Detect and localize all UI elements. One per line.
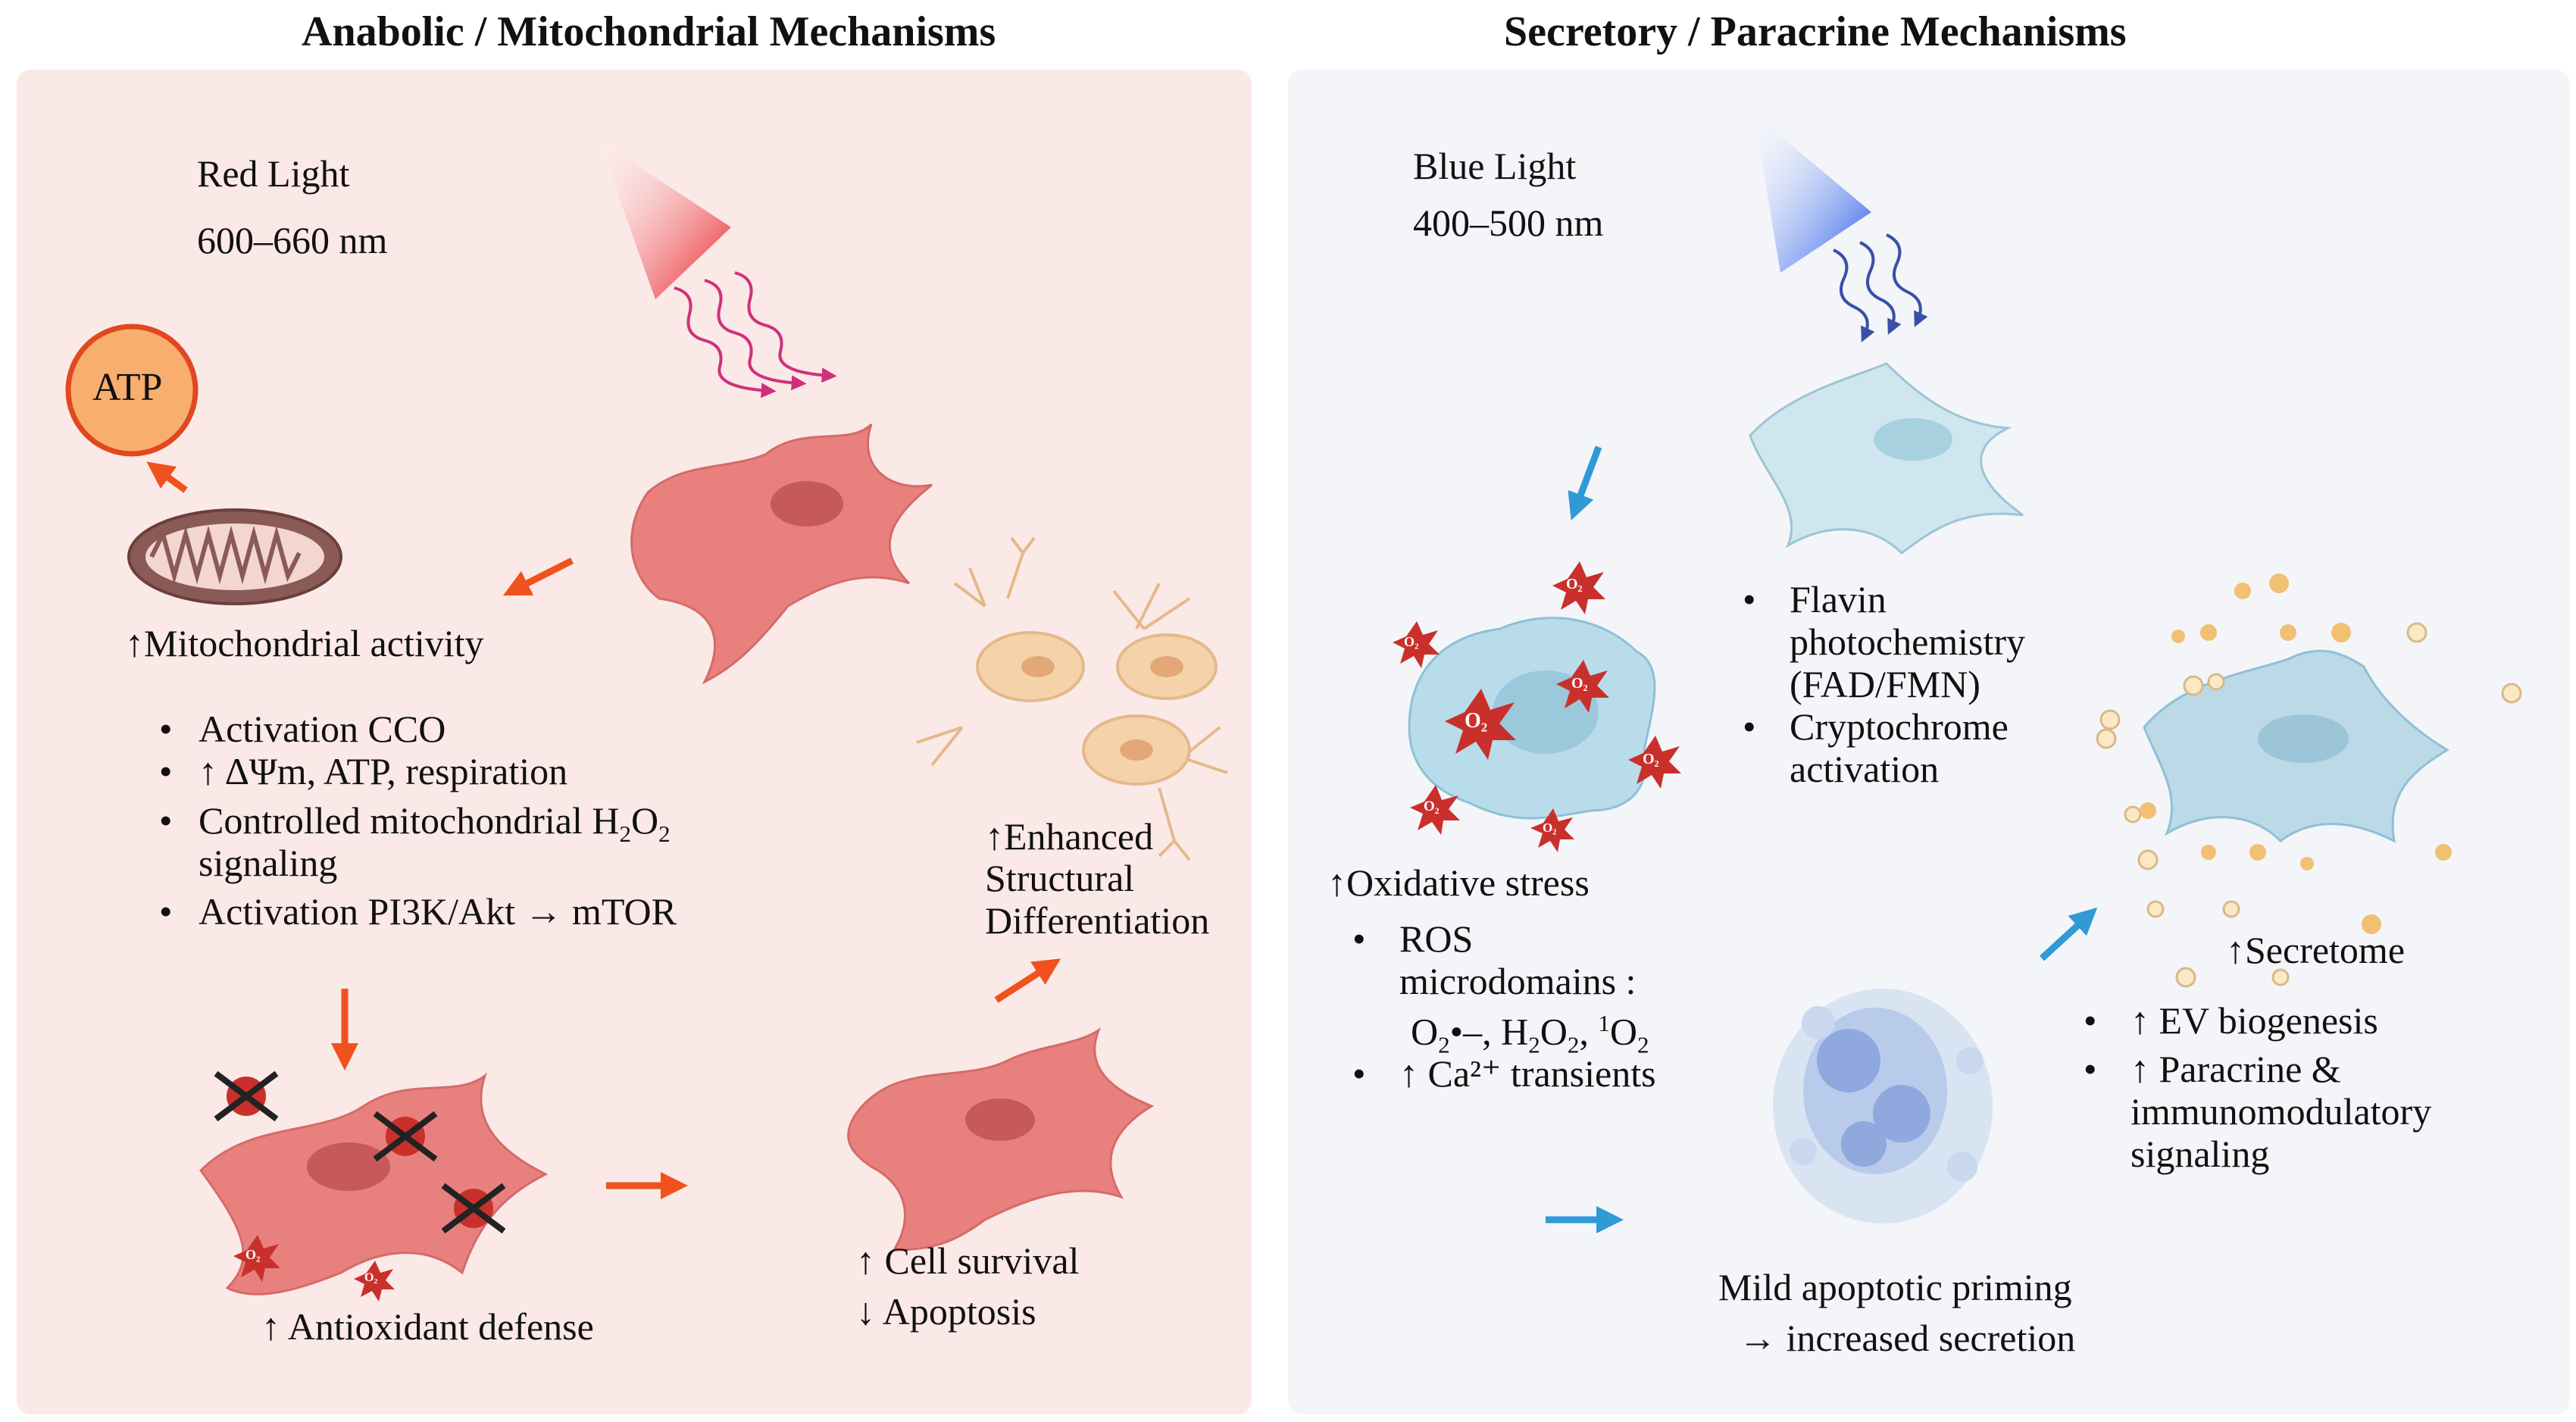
extracellular-vesicle-icon <box>2096 622 2522 988</box>
red-light-source-icon <box>599 140 837 398</box>
ros-label: O₂ <box>364 1271 378 1284</box>
red-light-range: 600–660 nm <box>197 219 388 261</box>
secretome-label: ↑Secretome <box>2226 929 2406 971</box>
mitochondrion-icon <box>127 508 342 605</box>
pathway-arrows <box>146 461 1061 1199</box>
bullet-item: Controlled mitochondrial H <box>199 799 620 842</box>
paracrine-line-3: signaling <box>2131 1133 2270 1175</box>
blue-light-source-icon <box>1754 114 1928 342</box>
survival-label: ↑ Cell survival <box>856 1239 1080 1282</box>
red-cell-top-icon <box>630 423 933 685</box>
ros-label: O₂ <box>1543 820 1557 835</box>
nucleus-icon <box>2258 714 2349 763</box>
flavin-line-2: photochemistry <box>1790 620 2026 663</box>
ros-label: O₂ <box>245 1247 261 1262</box>
mito-bullets: Activation CCO ↑ ΔΨm, ATP, respiration <box>152 708 567 792</box>
bullet-item: Activation CCO <box>152 708 567 750</box>
bullet-continuation: signaling <box>199 842 338 884</box>
mito-bullets-last: Activation PI3K/Akt → mTOR <box>152 890 677 933</box>
apoptotic-cell-icon <box>1773 989 1993 1224</box>
differentiation-line-1: ↑Enhanced <box>985 815 1154 858</box>
ros-label: O₂ <box>1643 751 1659 767</box>
oxidative-stress-label: ↑Oxidative stress <box>1327 861 1590 904</box>
nucleus-icon <box>1874 418 1952 461</box>
right-heading: Secretory / Paracrine Mechanisms <box>1504 8 2127 55</box>
ros-label: O₂ <box>1424 799 1440 814</box>
differentiated-cells-icon <box>916 536 1228 861</box>
atp-label: ATP <box>92 366 163 409</box>
paracrine-line-2: immunomodulatory <box>2131 1090 2432 1133</box>
differentiation-line-2: Structural <box>985 857 1135 899</box>
ros-label: O₂ <box>1465 709 1488 733</box>
ros-label: O₂ <box>1566 576 1583 592</box>
left-heading: Anabolic / Mitochondrial Mechanisms <box>302 8 996 55</box>
flavin-line-3: (FAD/FMN) <box>1790 663 1980 705</box>
neutralized-ros-icon <box>214 1070 506 1234</box>
nucleus-icon <box>771 481 843 527</box>
bullet-item: ↑ ΔΨm, ATP, respiration <box>152 750 567 792</box>
ros-label: O₂ <box>1571 675 1588 692</box>
nucleus-icon <box>965 1099 1035 1141</box>
ros-species-line: O2•–, H2O2, 1O2 <box>1411 1010 1649 1058</box>
atp-icon <box>65 323 199 457</box>
ros-star-icon <box>233 1235 395 1302</box>
apoptotic-priming-line-1: Mild apoptotic priming <box>1718 1266 2072 1308</box>
differentiation-line-3: Differentiation <box>985 899 1210 942</box>
blue-cell-top-icon <box>1749 362 2024 555</box>
ros-line-2: microdomains : <box>1399 960 1637 1002</box>
nucleus-icon <box>307 1142 390 1191</box>
ros-label: O₂ <box>1404 634 1419 649</box>
antioxidant-label: ↑ Antioxidant defense <box>261 1305 594 1348</box>
blue-light-label: Blue Light <box>1413 145 1577 187</box>
apoptosis-label: ↓ Apoptosis <box>856 1290 1036 1333</box>
ros-star-icon <box>1393 561 1681 852</box>
apoptotic-priming-line-2: → increased secretion <box>1739 1317 2076 1359</box>
blue-light-range: 400–500 nm <box>1413 202 1604 244</box>
mito-activity-label: ↑Mitochondrial activity <box>125 622 484 664</box>
bullet-item: Activation PI3K/Akt → mTOR <box>152 890 677 933</box>
cryptochrome-line-2: activation <box>1790 748 1940 790</box>
pathway-arrows-blue <box>1546 445 2098 1233</box>
vesicles-icon <box>2140 573 2452 934</box>
red-light-label: Red Light <box>197 152 350 195</box>
